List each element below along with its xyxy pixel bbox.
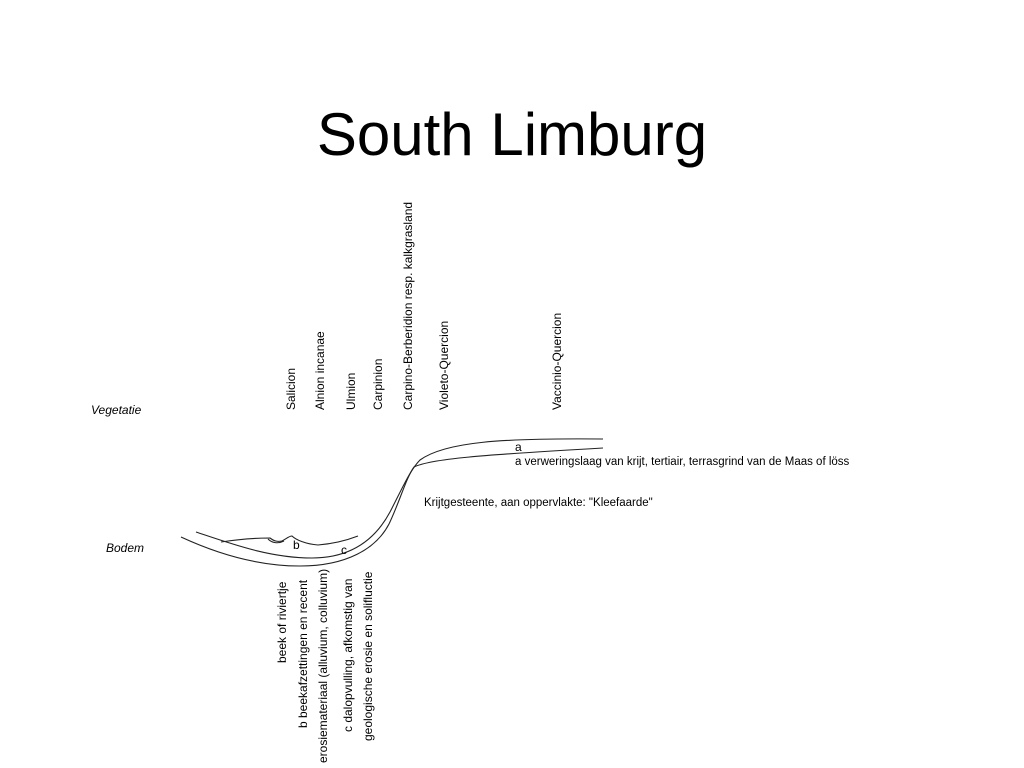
chalk-bedrock-note: Krijtgesteente, aan oppervlakte: "Kleefa…	[424, 497, 653, 509]
stream-note: beek of riviertje	[275, 581, 289, 663]
vegetation-carpinion: Carpinion	[371, 359, 385, 410]
stream-channel-line	[267, 538, 285, 544]
stream-deposits-note-line1: b beekafzettingen en recent	[296, 579, 310, 728]
vegetation-row-label: Vegetatie	[91, 403, 142, 417]
vegetation-alnion-incanae: Alnion incanae	[313, 331, 327, 410]
weathering-layer-note: a verweringslaag van krijt, tertiair, te…	[515, 456, 850, 468]
valley-fill-note-line1: c dalopvulling, afkomstig van	[341, 579, 355, 732]
stream-deposits-note-line2: erosiemateriaal (alluvium, colluvium)	[316, 569, 330, 763]
slide-title: South Limburg	[316, 101, 708, 168]
marker-b: b	[293, 538, 300, 552]
marker-a: a	[515, 440, 522, 454]
vegetation-vaccinio-quercion: Vaccinio-Quercion	[550, 313, 564, 410]
alluvium-fill-line	[220, 535, 359, 546]
chalk-bedrock-line	[180, 447, 604, 567]
valley-fill-note-line2: geologische erosie en solifluctie	[361, 571, 375, 741]
vegetation-violeto-quercion: Violeto-Quercion	[437, 321, 451, 410]
vegetation-ulmion: Ulmion	[344, 373, 358, 410]
vegetation-salicion: Salicion	[284, 368, 298, 410]
vegetation-carpino-berberidion: Carpino-Berberidion resp. kalkgrasland	[401, 202, 415, 410]
soil-row-label: Bodem	[106, 541, 144, 555]
marker-c: c	[341, 543, 347, 557]
ground-surface-line	[195, 438, 604, 559]
